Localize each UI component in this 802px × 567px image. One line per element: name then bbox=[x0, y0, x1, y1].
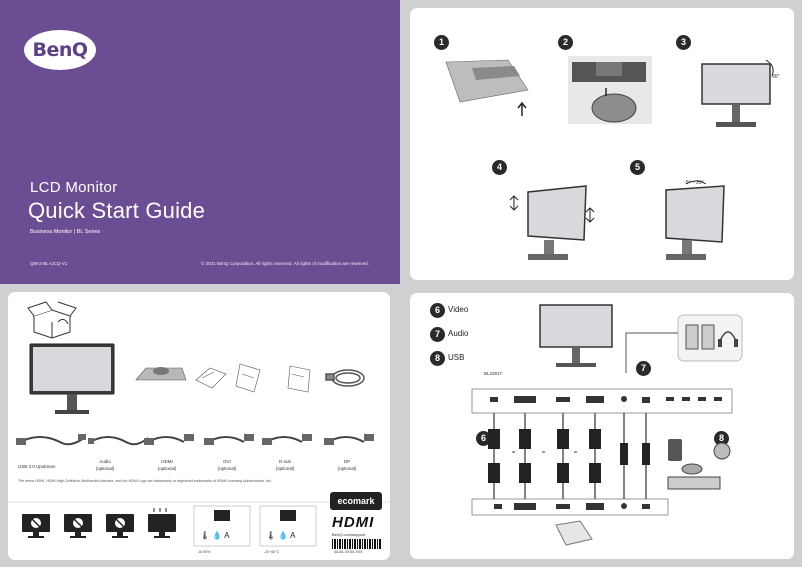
legend-audio-label: Audio bbox=[448, 329, 469, 338]
connection-diagram bbox=[471, 304, 743, 546]
operating-environment: 🌡 💧 A bbox=[193, 505, 251, 547]
legend-audio-badge: 7 bbox=[430, 327, 445, 342]
operating-humidity: 10-90% bbox=[198, 550, 211, 554]
cable-note-dvi: (optional) bbox=[217, 466, 237, 471]
product-name: LCD Monitor bbox=[30, 179, 118, 196]
box-icon bbox=[27, 301, 77, 339]
step-1-badge: 1 bbox=[434, 35, 449, 50]
usb-callout-badge: 8 bbox=[714, 431, 729, 446]
cable-note-dp: (optional) bbox=[337, 466, 357, 471]
base-image bbox=[135, 367, 187, 381]
package-contents-panel: 🌡 💧 A 🌡 💧 A USB 3.0 Upstream Audio (opti… bbox=[8, 292, 390, 560]
hdmi-logo: HDMI bbox=[332, 514, 375, 531]
legend-video-badge: 6 bbox=[430, 303, 445, 318]
step-2-illustration bbox=[568, 56, 652, 124]
or-label-1: or bbox=[512, 449, 516, 454]
storage-temperature: -20~60°C bbox=[264, 550, 280, 554]
support-website: BenQ.com/support bbox=[332, 532, 366, 537]
storage-environment: 🌡 💧 A bbox=[259, 505, 317, 547]
step-5-illustration bbox=[665, 180, 725, 260]
copyright-note: © 2021 BenQ Corporation. All rights rese… bbox=[201, 261, 369, 266]
handling-warning-icons bbox=[22, 508, 176, 538]
step-3-badge: 3 bbox=[676, 35, 691, 50]
tilt-range-label: -5° ~ 20° bbox=[684, 180, 704, 186]
cable-note-hdmi: (optional) bbox=[157, 466, 177, 471]
legend-video-label: Video bbox=[448, 305, 469, 314]
monitor-front-image bbox=[539, 304, 613, 367]
package-contents-illustration: 🌡 💧 A 🌡 💧 A bbox=[8, 301, 390, 547]
cable-note-audio: (optional) bbox=[95, 466, 115, 471]
video-callout-badge: 6 bbox=[476, 431, 491, 446]
barcode-text: 4A.B1 XXXX.XXX bbox=[334, 550, 363, 554]
assembly-steps-panel: 1 2 3 4 5 -5° ~ 20° 90° bbox=[410, 8, 794, 280]
legend-usb-badge: 8 bbox=[430, 351, 445, 366]
or-label-2: or bbox=[542, 449, 546, 454]
cable-label-usb: USB 3.0 Upstream bbox=[18, 464, 56, 469]
monitor-image bbox=[29, 343, 115, 414]
series-label: Business Monitor | BL Series bbox=[30, 229, 101, 235]
pivot-angle-label: 90° bbox=[772, 74, 780, 80]
cable-label-audio: Audio bbox=[99, 459, 111, 464]
cable-label-dp: DP bbox=[343, 459, 351, 464]
step-1-illustration bbox=[445, 59, 529, 116]
usb-devices-image bbox=[667, 439, 731, 490]
connection-panel: 6 Video 7 Audio 8 USB BL2381T 7 6 8 or o… bbox=[410, 293, 794, 559]
model-label: BL2381T bbox=[484, 371, 503, 376]
trademark-footnote: The terms HDMI, HDMI High-Definition Mul… bbox=[18, 479, 272, 483]
cable-connectors bbox=[488, 429, 650, 483]
svg-text:🌡 💧 A: 🌡 💧 A bbox=[266, 530, 296, 540]
speakers-headphones-image bbox=[625, 314, 743, 373]
benq-logo: BenQ bbox=[24, 30, 96, 70]
or-label-3: or bbox=[574, 449, 578, 454]
step-2-badge: 2 bbox=[558, 35, 573, 50]
svg-text:🌡 💧 A: 🌡 💧 A bbox=[200, 530, 230, 540]
ecomark-logo: ecomark bbox=[330, 492, 382, 510]
part-number: Q9H3-BL-UCQ-V1 bbox=[30, 261, 68, 266]
power-cord-image bbox=[325, 369, 365, 387]
cable-label-hdmi: HDMI bbox=[161, 459, 173, 464]
barcode bbox=[332, 539, 382, 549]
guide-title: Quick Start Guide bbox=[28, 198, 206, 223]
step-4-illustration bbox=[509, 185, 595, 260]
cable-label-dsub: D-sub bbox=[278, 459, 291, 464]
ports-top bbox=[490, 396, 722, 403]
audio-callout-badge: 7 bbox=[636, 361, 651, 376]
computer-case-image bbox=[555, 520, 593, 546]
legend-usb-label: USB bbox=[448, 353, 465, 362]
step-5-badge: 5 bbox=[630, 160, 645, 175]
cable-note-dsub: (optional) bbox=[275, 466, 295, 471]
cable-label-dvi: DVI bbox=[223, 459, 231, 464]
manual-booklets bbox=[195, 363, 311, 393]
step-4-badge: 4 bbox=[492, 160, 507, 175]
assembly-illustrations bbox=[445, 56, 774, 260]
cover-panel: BenQ LCD Monitor Quick Start Guide Busin… bbox=[0, 0, 400, 284]
ports-bottom bbox=[494, 503, 650, 510]
step-3-illustration bbox=[701, 59, 774, 127]
